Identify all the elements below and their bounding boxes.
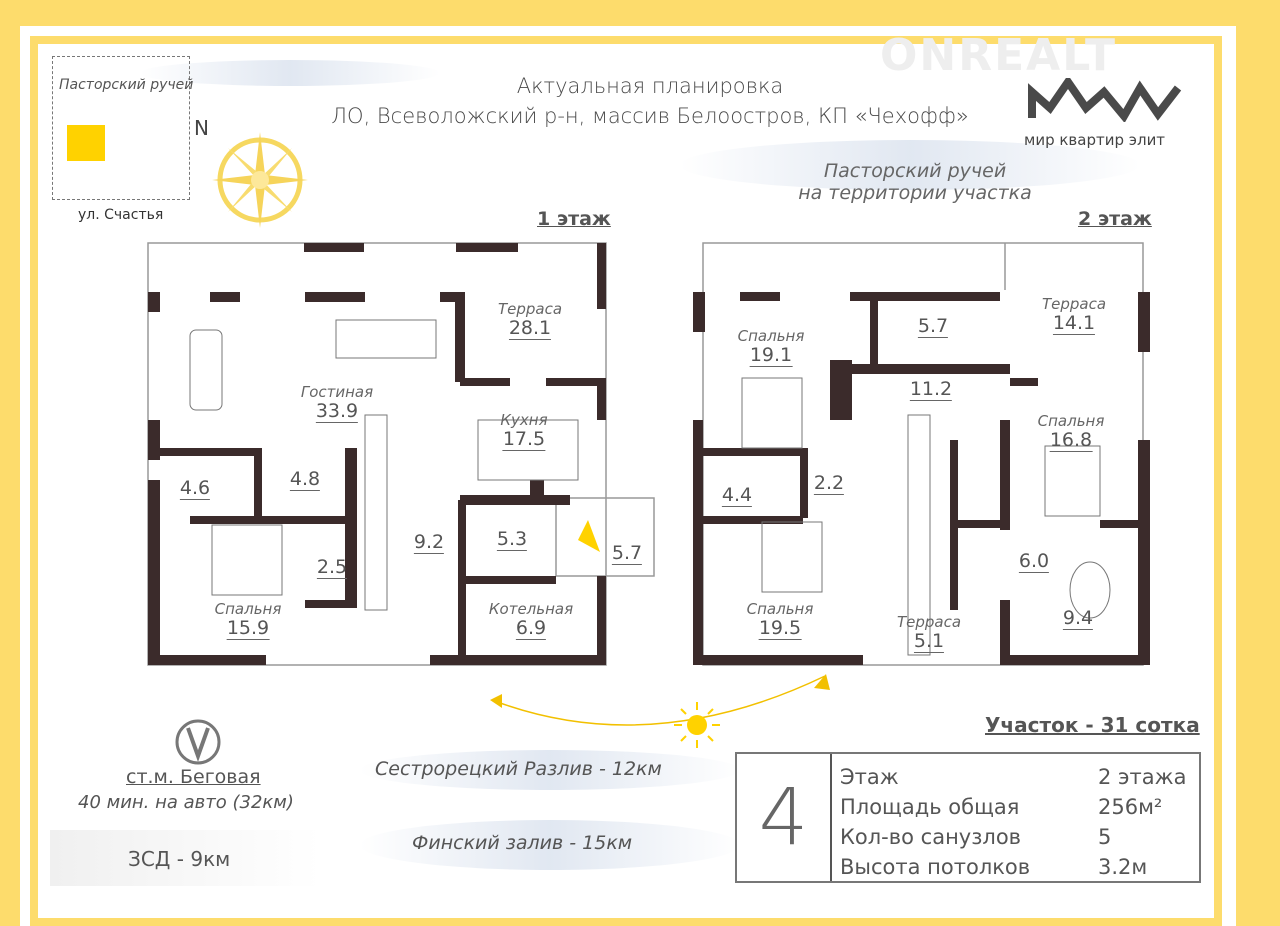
sun-icon [674,702,720,748]
metro-icon [175,719,221,765]
room-label: 5.7 [611,542,643,565]
street-label: ул. Счастья [78,207,164,223]
wave [360,750,740,790]
page-title: Актуальная планировка [516,74,784,98]
room-label: 9.4 [1062,607,1094,630]
room-label: 9.2 [413,531,445,554]
room-label: 11.2 [909,378,953,401]
room-label: 5.3 [496,528,528,551]
room-label: 5.7 [917,315,949,338]
plan-number: 4 [737,754,832,881]
room-label: 4.4 [721,484,753,507]
room-label: 4.6 [179,477,211,500]
zsd-distance: ЗСД - 9км [128,847,231,871]
stream-note-line2: на территории участка [798,182,1032,204]
room-label: 2.2 [813,472,845,495]
site-map: Пасторский ручей [52,56,194,200]
distance-gulf: Финский залив - 15км [412,832,633,854]
floor2-label: 2 этаж [1078,208,1152,230]
stream-note-line1: Пасторский ручей [823,160,1007,182]
metro-station: ст.м. Беговая [126,766,261,788]
stream-note: Пасторский ручей на территории участка [780,160,1050,204]
plot-size: Участок - 31 сотка [985,713,1200,737]
logo-icon [1028,78,1182,122]
room-label: 2.5 [316,556,348,579]
logo-text: мир квартир элит [1024,131,1166,149]
plot-marker [67,125,105,161]
watermark: ONREALT [880,30,1117,81]
floor1-label: 1 этаж [537,208,611,230]
room-label: 6.0 [1018,550,1050,573]
zsd-box: ЗСД - 9км [50,830,320,886]
compass-icon [212,132,308,228]
stream-wave [680,140,1140,190]
wave [360,820,740,870]
metro-time: 40 мин. на авто (32км) [78,792,294,813]
site-stream-label: Пасторский ручей [59,77,194,93]
room-label: 4.8 [289,468,321,491]
north-label: N [194,116,209,140]
stream-wave [140,60,440,86]
distance-sestroretsk: Сестрорецкий Разлив - 12км [375,758,662,780]
page-subtitle: ЛО, Всеволожский р-н, массив Белоостров,… [331,104,969,128]
